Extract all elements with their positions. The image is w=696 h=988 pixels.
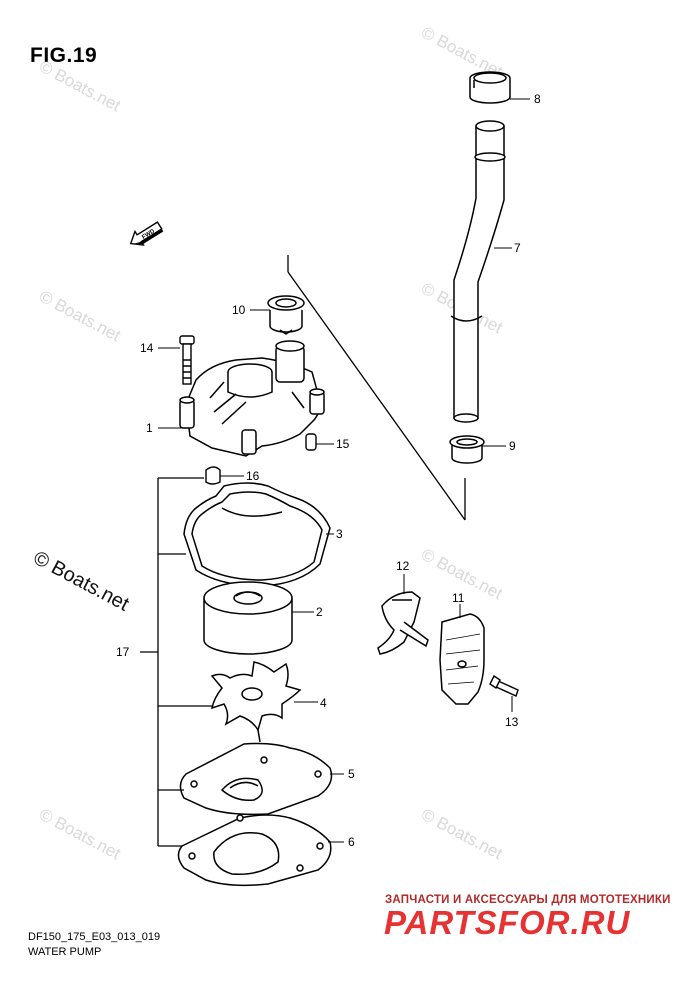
- callouts: 1 2 3 4 5 6 7 8 9 10 11 12 13 14 15 16 1…: [116, 92, 541, 849]
- leader-lines: [158, 98, 530, 843]
- part-5-plate: [179, 742, 333, 816]
- part-10-grommet: [267, 295, 305, 335]
- callout-1: 1: [146, 421, 153, 435]
- part-3-o-ring: [183, 482, 331, 587]
- callout-5: 5: [348, 767, 355, 781]
- callout-16: 16: [246, 469, 260, 483]
- callout-15: 15: [336, 437, 350, 451]
- watermark-large: © Boats.net: [30, 547, 133, 616]
- callout-9: 9: [509, 439, 516, 453]
- part-2-impeller-liner: [203, 581, 293, 655]
- part-15-pin: [305, 433, 317, 451]
- part-11-plate: [439, 613, 485, 705]
- watermark: © Boats.net: [36, 57, 124, 116]
- callout-4: 4: [320, 696, 327, 710]
- part-7-water-tube: [450, 120, 506, 423]
- callout-8: 8: [534, 92, 541, 106]
- diagram-name: WATER PUMP: [28, 946, 102, 958]
- diagram-code: DF150_175_E03_013_019: [28, 931, 161, 943]
- part-16-key: [205, 466, 221, 485]
- kit-17-bracket: [140, 477, 212, 847]
- callout-17: 17: [116, 645, 130, 659]
- callout-12: 12: [396, 559, 410, 573]
- brand-logo: PARTSFOR.RU: [384, 904, 631, 941]
- part-8-grommet: [469, 71, 511, 104]
- part-4-impeller: [210, 661, 302, 743]
- callout-10: 10: [232, 303, 246, 317]
- hose-connection-line: [287, 255, 466, 521]
- part-6-gasket: [177, 814, 332, 887]
- callout-11: 11: [452, 591, 465, 605]
- part-9-grommet: [449, 435, 485, 464]
- part-12-bracket: [377, 591, 429, 655]
- watermark: © Boats.net: [36, 805, 124, 864]
- part-14-bolt: [179, 335, 195, 385]
- callout-13: 13: [505, 715, 519, 729]
- callout-2: 2: [316, 605, 323, 619]
- callout-7: 7: [514, 241, 521, 255]
- part-13-screw: [489, 674, 519, 697]
- callout-6: 6: [348, 835, 355, 849]
- figure-title: FIG.19: [30, 44, 98, 67]
- brand-tagline: ЗАПЧАСТИ И АКСЕССУАРЫ ДЛЯ МОТОТЕХНИКИ: [385, 894, 671, 906]
- callout-14: 14: [140, 341, 154, 355]
- fwd-arrow-icon: FWD: [129, 221, 164, 246]
- part-1-pump-case: [179, 340, 325, 457]
- watermark: © Boats.net: [36, 287, 124, 346]
- callout-3: 3: [336, 527, 343, 541]
- watermark: © Boats.net: [418, 805, 506, 864]
